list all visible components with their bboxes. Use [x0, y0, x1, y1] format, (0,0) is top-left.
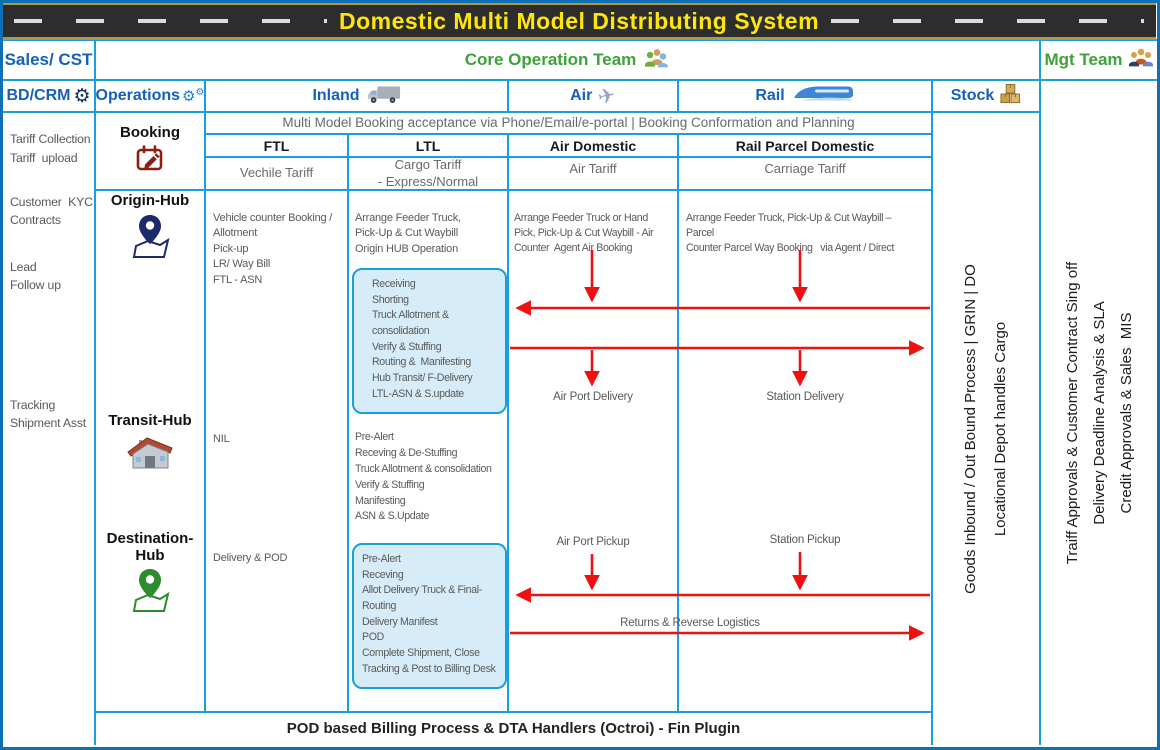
destination-map-pin-icon [128, 568, 172, 619]
inland-cell: Inland [205, 80, 508, 112]
page-title: Domestic Multi Model Distributing System [338, 7, 820, 34]
operations-label: Operations [95, 87, 181, 104]
core-team-cell: Core Operation Team [95, 40, 1040, 80]
sidebar-lead-group: Lead Follow up [10, 260, 61, 292]
transit-hub-block: Transit-Hub [95, 412, 205, 477]
warehouse-icon [125, 434, 175, 477]
rail-cell: Rail [678, 80, 932, 112]
tariff-ltl: Cargo Tariff - Express/Normal [377, 156, 479, 189]
footer-billing-text: POD based Billing Process & DTA Handlers… [286, 720, 741, 737]
sales-cst-label: Sales/ CST [4, 50, 93, 69]
air-port-pickup-label: Air Port Pickup [556, 536, 630, 548]
sidebar-tariff-group: Tariff Collection Tariff upload [10, 132, 91, 166]
stock-label: Stock [950, 87, 995, 104]
rail-label: Rail [755, 87, 785, 104]
gear-icon: ⚙ [73, 84, 91, 107]
ltl-destination-box-text: Pre-Alert Receving Allot Delivery Truck … [362, 553, 496, 675]
people-group-icon [643, 48, 670, 73]
sales-cst-cell: Sales/ CST [2, 40, 95, 80]
ltl-origin-intro: Arrange Feeder Truck, Pick-Up & Cut Wayb… [355, 212, 461, 255]
operations-cell: Operations ⚙⚙ [95, 80, 205, 112]
ltl-transit-list: Pre-Alert Receving & De-Stuffing Truck A… [355, 431, 492, 523]
ftl-origin-text: Vehicle counter Booking / Allotment Pick… [213, 212, 333, 286]
ltl-destination-box: Pre-Alert Receving Allot Delivery Truck … [352, 543, 507, 689]
process-gears-icon: ⚙⚙ [182, 87, 205, 105]
ftl-destination-text: Delivery & POD [213, 552, 288, 564]
tariff-ftl: Vechile Tariff [239, 165, 314, 181]
truck-icon [367, 84, 401, 109]
mgt-team-cell: Mgt Team [1040, 40, 1158, 80]
mode-header-ltl: LTL [415, 137, 441, 154]
ltl-origin-box-text: Receiving Shorting Truck Allotment & con… [372, 278, 473, 400]
mode-header-ftl: FTL [263, 137, 290, 154]
airplane-icon: ✈ [595, 81, 619, 110]
sidebar-tracking-group: Tracking Shipment Asst [10, 398, 87, 430]
road-dash-right [831, 19, 1145, 23]
mode-header-rail-parcel: Rail Parcel Domestic [735, 137, 875, 154]
mgt-lane-vertical-text: Traiff Approvals & Customer Contract Sin… [1063, 261, 1135, 565]
booking-calendar-icon [135, 144, 165, 177]
air-cell: Air ✈ [508, 80, 678, 112]
train-icon [793, 85, 855, 107]
stock-cell: Stock [932, 80, 1040, 112]
transit-hub-label: Transit-Hub [108, 412, 192, 429]
bd-crm-label: BD/CRM [6, 87, 71, 104]
tariff-air: Air Tariff [569, 161, 617, 176]
returns-reverse-logistics-label: Returns & Reverse Logistics [620, 617, 760, 629]
station-pickup-label: Station Pickup [769, 534, 841, 546]
air-label: Air [570, 87, 593, 104]
tariff-rail: Carriage Tariff [764, 161, 846, 176]
booking-cell: Booking [95, 112, 205, 190]
stock-lane-vertical-text: Goods Inbound / Out Bound Process | GRIN… [962, 264, 1009, 594]
ltl-origin-box: Receiving Shorting Truck Allotment & con… [352, 268, 507, 414]
origin-hub-block: Origin-Hub [95, 192, 205, 265]
origin-map-pin-icon [128, 214, 172, 265]
core-team-label: Core Operation Team [464, 50, 637, 69]
mgt-people-icon [1128, 48, 1154, 73]
destination-hub-label: Destination-Hub [106, 530, 194, 564]
sidebar-customer-group: Customer KYC Contracts [10, 195, 93, 227]
bd-crm-cell: BD/CRM ⚙ [2, 80, 95, 112]
mgt-team-label: Mgt Team [1044, 50, 1123, 69]
boxes-icon [1000, 83, 1021, 109]
ftl-transit-text: NIL [213, 433, 230, 445]
road-dash-left [14, 19, 327, 23]
title-banner: Domestic Multi Model Distributing System [2, 2, 1156, 40]
mode-header-air-domestic: Air Domestic [549, 137, 637, 154]
booking-acceptance-text: Multi Model Booking acceptance via Phone… [282, 115, 855, 131]
rail-origin-text: Arrange Feeder Truck, Pick-Up & Cut Wayb… [686, 212, 895, 254]
air-origin-text: Arrange Feeder Truck or Hand Pick, Pick-… [514, 212, 654, 254]
inland-label: Inland [312, 87, 360, 104]
station-delivery-label: Station Delivery [766, 391, 844, 403]
air-port-delivery-label: Air Port Delivery [553, 391, 633, 403]
origin-hub-label: Origin-Hub [110, 192, 190, 209]
destination-hub-block: Destination-Hub [95, 530, 205, 619]
booking-label: Booking [120, 123, 180, 141]
